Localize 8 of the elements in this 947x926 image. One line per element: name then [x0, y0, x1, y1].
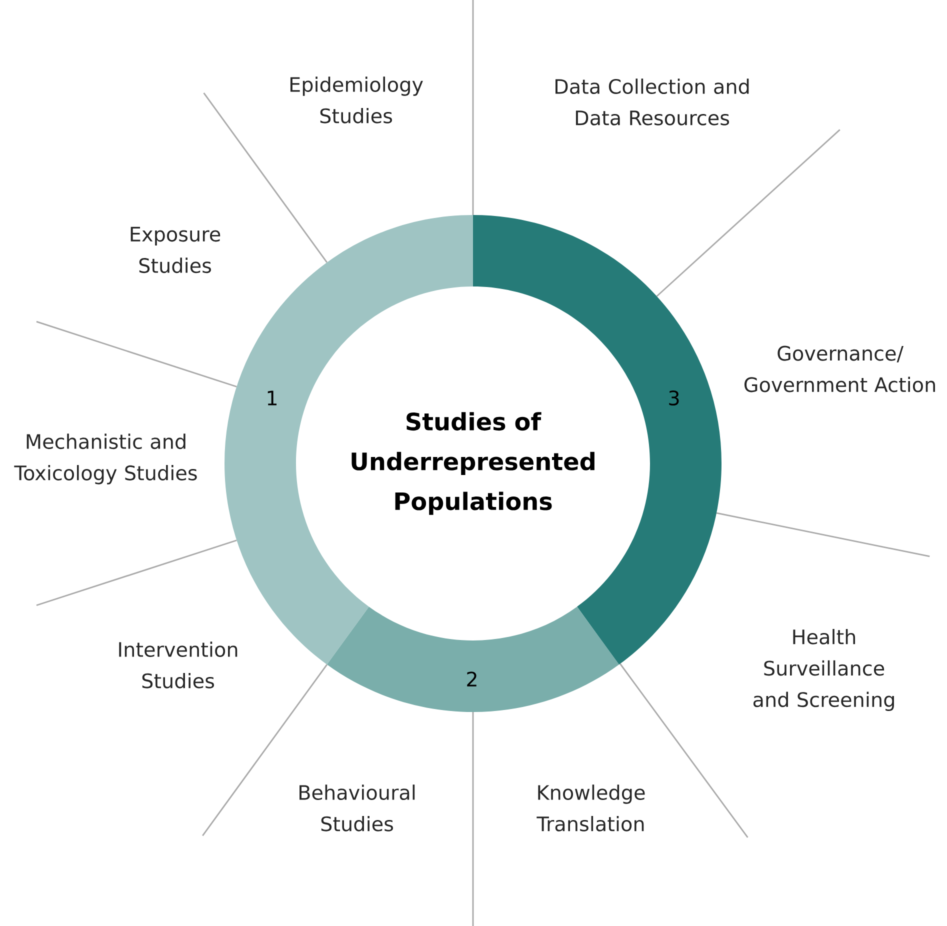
category-label: Health Surveillance and Screening: [753, 628, 894, 711]
category-label: Knowledge Translation: [536, 784, 645, 832]
category-label: Mechanistic and Toxicology Studies: [14, 434, 197, 484]
donut-segment: 2: [326, 606, 620, 712]
category-label: Governance/ Government Action: [744, 346, 935, 392]
category-label: Behavioural Studies: [300, 784, 415, 832]
category-label: Epidemiology Studies: [290, 76, 423, 124]
category-label: Data Collection and Data Resources: [556, 78, 749, 126]
